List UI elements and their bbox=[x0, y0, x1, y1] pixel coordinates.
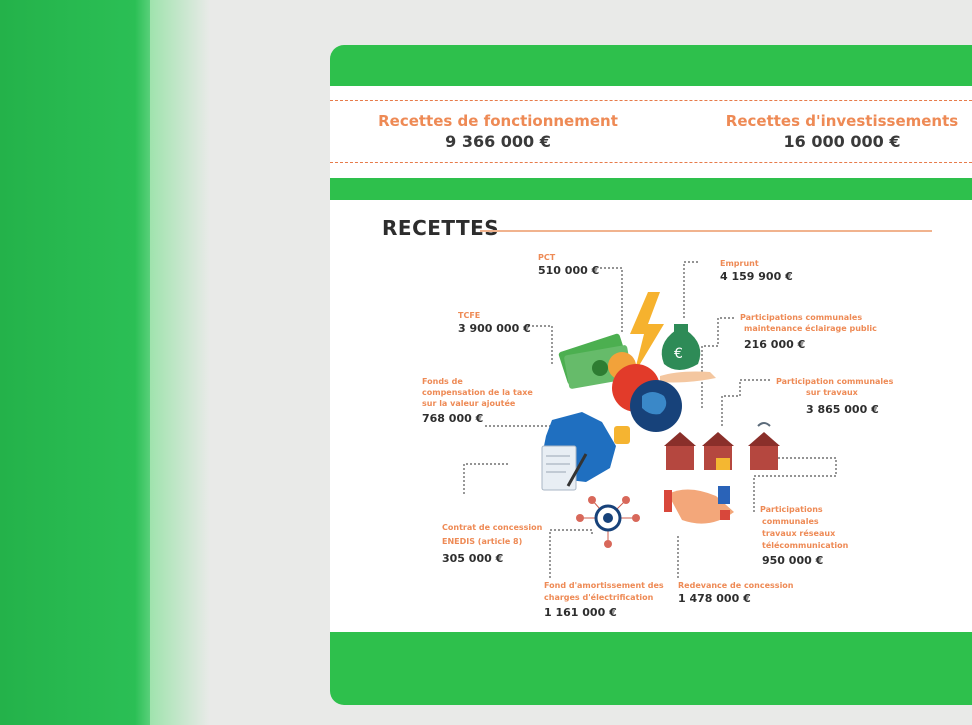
investissements-block: Recettes d'investissements 16 000 000 € bbox=[722, 112, 962, 151]
fctva-label-2: compensation de la taxe bbox=[422, 388, 533, 397]
left-stripe-fade bbox=[150, 0, 210, 725]
fond-value: 1 161 000 € bbox=[544, 606, 617, 619]
fond-label-1: Fond d'amortissement des bbox=[544, 581, 664, 590]
maint-value: 216 000 € bbox=[744, 338, 806, 351]
emprunt-value: 4 159 900 € bbox=[720, 270, 793, 283]
tcfe-value: 3 900 000 € bbox=[458, 322, 531, 335]
svg-text:€: € bbox=[674, 346, 683, 362]
fonctionnement-value: 9 366 000 € bbox=[445, 132, 551, 151]
contrat-value: 305 000 € bbox=[442, 552, 504, 565]
summary-bottom-rule bbox=[330, 162, 972, 163]
investissements-label: Recettes d'investissements bbox=[725, 112, 959, 130]
document-icon bbox=[541, 445, 577, 491]
tcfe-label: TCFE bbox=[458, 311, 481, 320]
fonctionnement-label: Recettes de fonctionnement bbox=[378, 112, 618, 130]
fctva-label-3: sur la valeur ajoutée bbox=[422, 399, 516, 408]
town-hall-icon-3 bbox=[748, 422, 780, 470]
maint-label-1: Participations communales bbox=[740, 313, 863, 322]
money-bag-icon: € bbox=[660, 324, 716, 383]
connector-lines bbox=[463, 261, 837, 578]
contrat-label-2: ENEDIS (article 8) bbox=[442, 537, 523, 546]
town-hall-icon-1 bbox=[664, 432, 696, 470]
travaux-label-1: Participation communales bbox=[776, 377, 894, 386]
coins-icon bbox=[614, 426, 630, 444]
lightning-icon bbox=[630, 292, 664, 374]
telecom-value: 950 000 € bbox=[762, 554, 824, 567]
emprunt-label: Emprunt bbox=[720, 259, 759, 268]
investissements-value: 16 000 000 € bbox=[783, 132, 901, 151]
maint-label-2: maintenance éclairage public bbox=[744, 324, 877, 333]
network-icon bbox=[576, 496, 640, 548]
contrat-label-1: Contrat de concession bbox=[442, 523, 543, 532]
telecom-label-3: travaux réseaux bbox=[762, 529, 836, 538]
fctva-label-1: Fonds de bbox=[422, 377, 463, 386]
redevance-value: 1 478 000 € bbox=[678, 592, 751, 605]
summary-top-rule bbox=[330, 100, 972, 101]
fond-label-2: charges d'électrification bbox=[544, 593, 654, 602]
town-hall-icon-2 bbox=[702, 432, 734, 470]
left-green-stripe bbox=[0, 0, 150, 725]
recettes-illustration: € bbox=[463, 261, 837, 578]
travaux-label-2: sur travaux bbox=[806, 388, 858, 397]
redevance-label: Redevance de concession bbox=[678, 581, 794, 590]
section-title-rule bbox=[480, 230, 932, 232]
telecom-label-1: Participations bbox=[760, 505, 823, 514]
fctva-value: 768 000 € bbox=[422, 412, 484, 425]
handshake-icon bbox=[664, 486, 734, 524]
summary-panel: Recettes de fonctionnement 9 366 000 € R… bbox=[330, 86, 972, 178]
travaux-value: 3 865 000 € bbox=[806, 403, 879, 416]
pct-label: PCT bbox=[538, 253, 556, 262]
pct-value: 510 000 € bbox=[538, 264, 600, 277]
telecom-label-2: communales bbox=[762, 517, 819, 526]
section-title: RECETTES bbox=[382, 216, 500, 240]
fonctionnement-block: Recettes de fonctionnement 9 366 000 € bbox=[378, 112, 618, 151]
pen-icon bbox=[566, 453, 588, 487]
telecom-label-4: télécommunication bbox=[762, 541, 849, 550]
recettes-panel: RECETTES € bbox=[330, 200, 972, 632]
